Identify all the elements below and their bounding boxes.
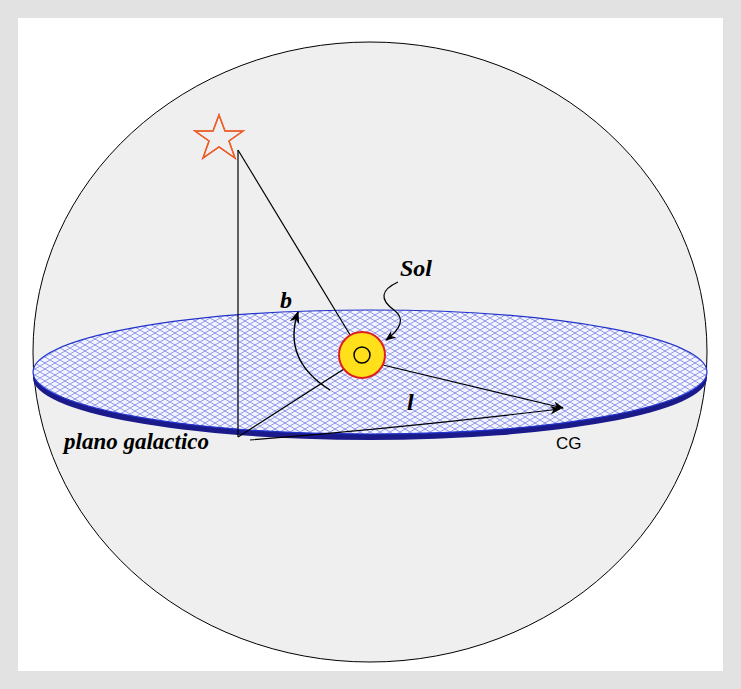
- sphere: [33, 42, 707, 662]
- sol-leader: [384, 282, 400, 340]
- projected-line: [238, 360, 358, 437]
- sun-symbol: [339, 332, 385, 378]
- center-label: CG: [556, 435, 582, 452]
- longitude-label: l: [407, 390, 414, 414]
- sun-center: [354, 347, 370, 363]
- sun-label: Sol: [400, 256, 432, 280]
- frame: [18, 18, 723, 671]
- cg-direction: [362, 360, 563, 408]
- l-arc: [250, 409, 560, 440]
- projection-line: [237, 150, 238, 437]
- star-symbol: [195, 115, 243, 158]
- sight-line: [238, 150, 358, 348]
- latitude-label: b: [280, 288, 292, 312]
- galactic-plane: [33, 310, 707, 434]
- star-symbol-inner: [195, 115, 243, 158]
- b-arc: [294, 312, 330, 390]
- plane-label: plano galactico: [64, 430, 209, 453]
